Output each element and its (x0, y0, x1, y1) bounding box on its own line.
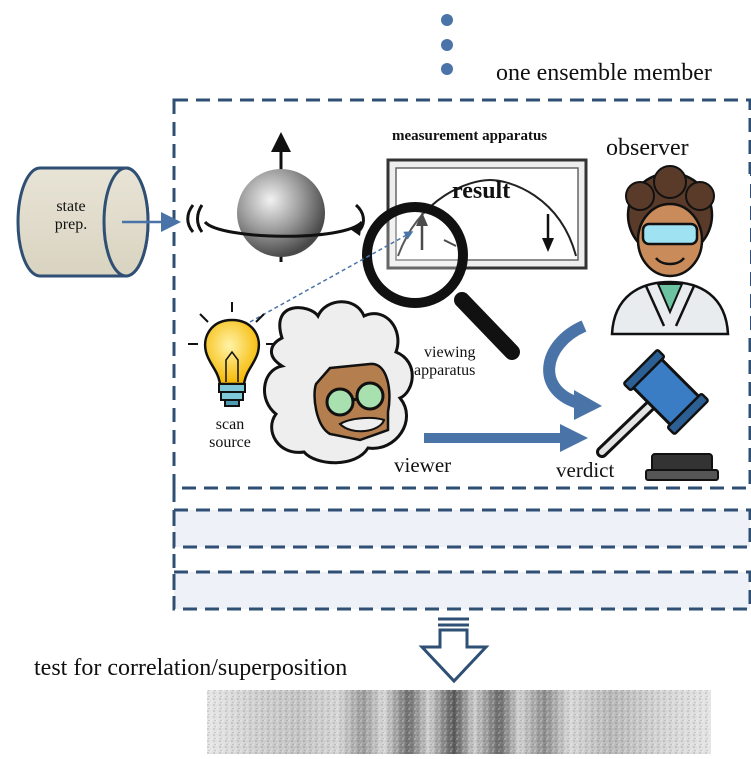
scan-source-line1: scan (215, 416, 245, 433)
viewer-label: viewer (394, 453, 452, 477)
interference-pattern-image (207, 690, 711, 754)
scan-source-line2: source (209, 434, 251, 452)
state-prep-line2: prep. (54, 216, 88, 234)
test-correlation-label: test for correlation/superposition (34, 655, 348, 681)
scan-source-label: scan source (198, 416, 262, 453)
viewing-apparatus-label: viewing apparatus (414, 344, 476, 381)
observer-icon (598, 165, 750, 336)
state-prep-line1: state (56, 198, 86, 215)
ensemble-band-3 (172, 570, 751, 611)
observer-label: observer (606, 135, 689, 161)
observer-to-verdict-arrow (543, 320, 587, 410)
bulb-icon (188, 302, 276, 407)
gavel-icon (596, 349, 719, 481)
spin-sphere-icon (186, 132, 365, 262)
scan-beam (249, 231, 414, 323)
state-prep-label: state prep. (38, 198, 104, 235)
hollow-arrow-icon (418, 617, 490, 684)
ellipsis-dots-icon (441, 14, 453, 75)
meter-result-label: result (452, 178, 511, 204)
viewing-apparatus-line1: viewing (424, 344, 476, 361)
verdict-label: verdict (556, 458, 615, 482)
meter-icon (386, 158, 588, 270)
magnifier-icon (362, 202, 520, 360)
viewing-apparatus-line2: apparatus (414, 362, 476, 380)
ensemble-band-2 (172, 508, 751, 549)
ensemble-member-label: one ensemble member (496, 60, 712, 86)
scientist-icon (263, 300, 414, 465)
measurement-apparatus-label: measurement apparatus (392, 128, 548, 144)
